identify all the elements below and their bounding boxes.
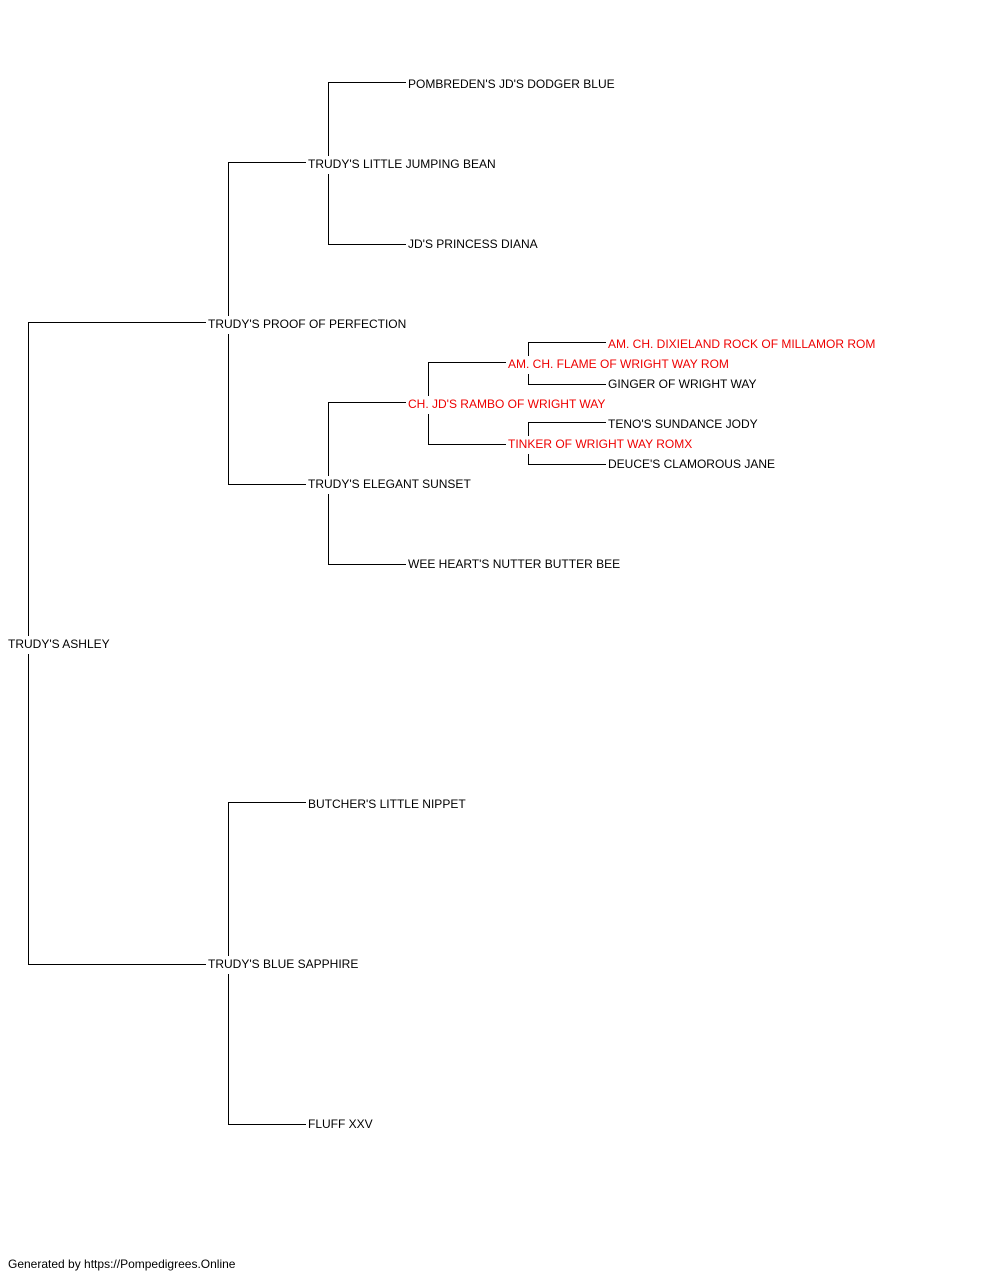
dam-name[interactable]: TRUDY'S BLUE SAPPHIRE xyxy=(208,957,359,971)
connector-subject-dam xyxy=(28,654,206,965)
connector-dam-dam xyxy=(228,974,306,1125)
connector-sd-dam xyxy=(328,494,406,565)
connector-subject-sire xyxy=(28,322,206,636)
connector-sd-sire xyxy=(328,402,406,476)
connector-ss-dam xyxy=(328,174,406,245)
sdss-dam-name[interactable]: GINGER OF WRIGHT WAY xyxy=(608,377,757,391)
connector-sire-dam xyxy=(228,334,306,485)
connector-sdsd-dam xyxy=(528,454,606,465)
connector-dam-sire xyxy=(228,802,306,956)
connector-sds-dam xyxy=(428,414,506,445)
sire-dam-sire-name[interactable]: CH. JD'S RAMBO OF WRIGHT WAY xyxy=(408,397,606,411)
connector-ss-sire xyxy=(328,82,406,156)
sire-sire-sire-name[interactable]: POMBREDEN'S JD'S DODGER BLUE xyxy=(408,77,615,91)
sire-sire-dam-name[interactable]: JD'S PRINCESS DIANA xyxy=(408,237,538,251)
sire-sire-name[interactable]: TRUDY'S LITTLE JUMPING BEAN xyxy=(308,157,496,171)
sire-dam-name[interactable]: TRUDY'S ELEGANT SUNSET xyxy=(308,477,471,491)
sdsd-dam-name[interactable]: DEUCE'S CLAMOROUS JANE xyxy=(608,457,775,471)
sire-name[interactable]: TRUDY'S PROOF OF PERFECTION xyxy=(208,317,407,331)
sds-sire-name[interactable]: AM. CH. FLAME OF WRIGHT WAY ROM xyxy=(508,357,729,371)
sdsd-sire-name[interactable]: TENO'S SUNDANCE JODY xyxy=(608,417,758,431)
connector-sdss-sire xyxy=(528,342,606,356)
sds-dam-name[interactable]: TINKER OF WRIGHT WAY ROMX xyxy=(508,437,693,451)
subject-name[interactable]: TRUDY'S ASHLEY xyxy=(8,637,110,651)
connector-sds-sire xyxy=(428,362,506,396)
connector-sdsd-sire xyxy=(528,422,606,436)
dam-sire-name[interactable]: BUTCHER'S LITTLE NIPPET xyxy=(308,797,466,811)
dam-dam-name[interactable]: FLUFF XXV xyxy=(308,1117,373,1131)
connector-sdss-dam xyxy=(528,374,606,385)
generated-by-footer: Generated by https://Pompedigrees.Online xyxy=(8,1257,236,1271)
sdss-sire-name[interactable]: AM. CH. DIXIELAND ROCK OF MILLAMOR ROM xyxy=(608,337,876,351)
sire-dam-dam-name[interactable]: WEE HEART'S NUTTER BUTTER BEE xyxy=(408,557,621,571)
connector-sire-sire xyxy=(228,162,306,316)
